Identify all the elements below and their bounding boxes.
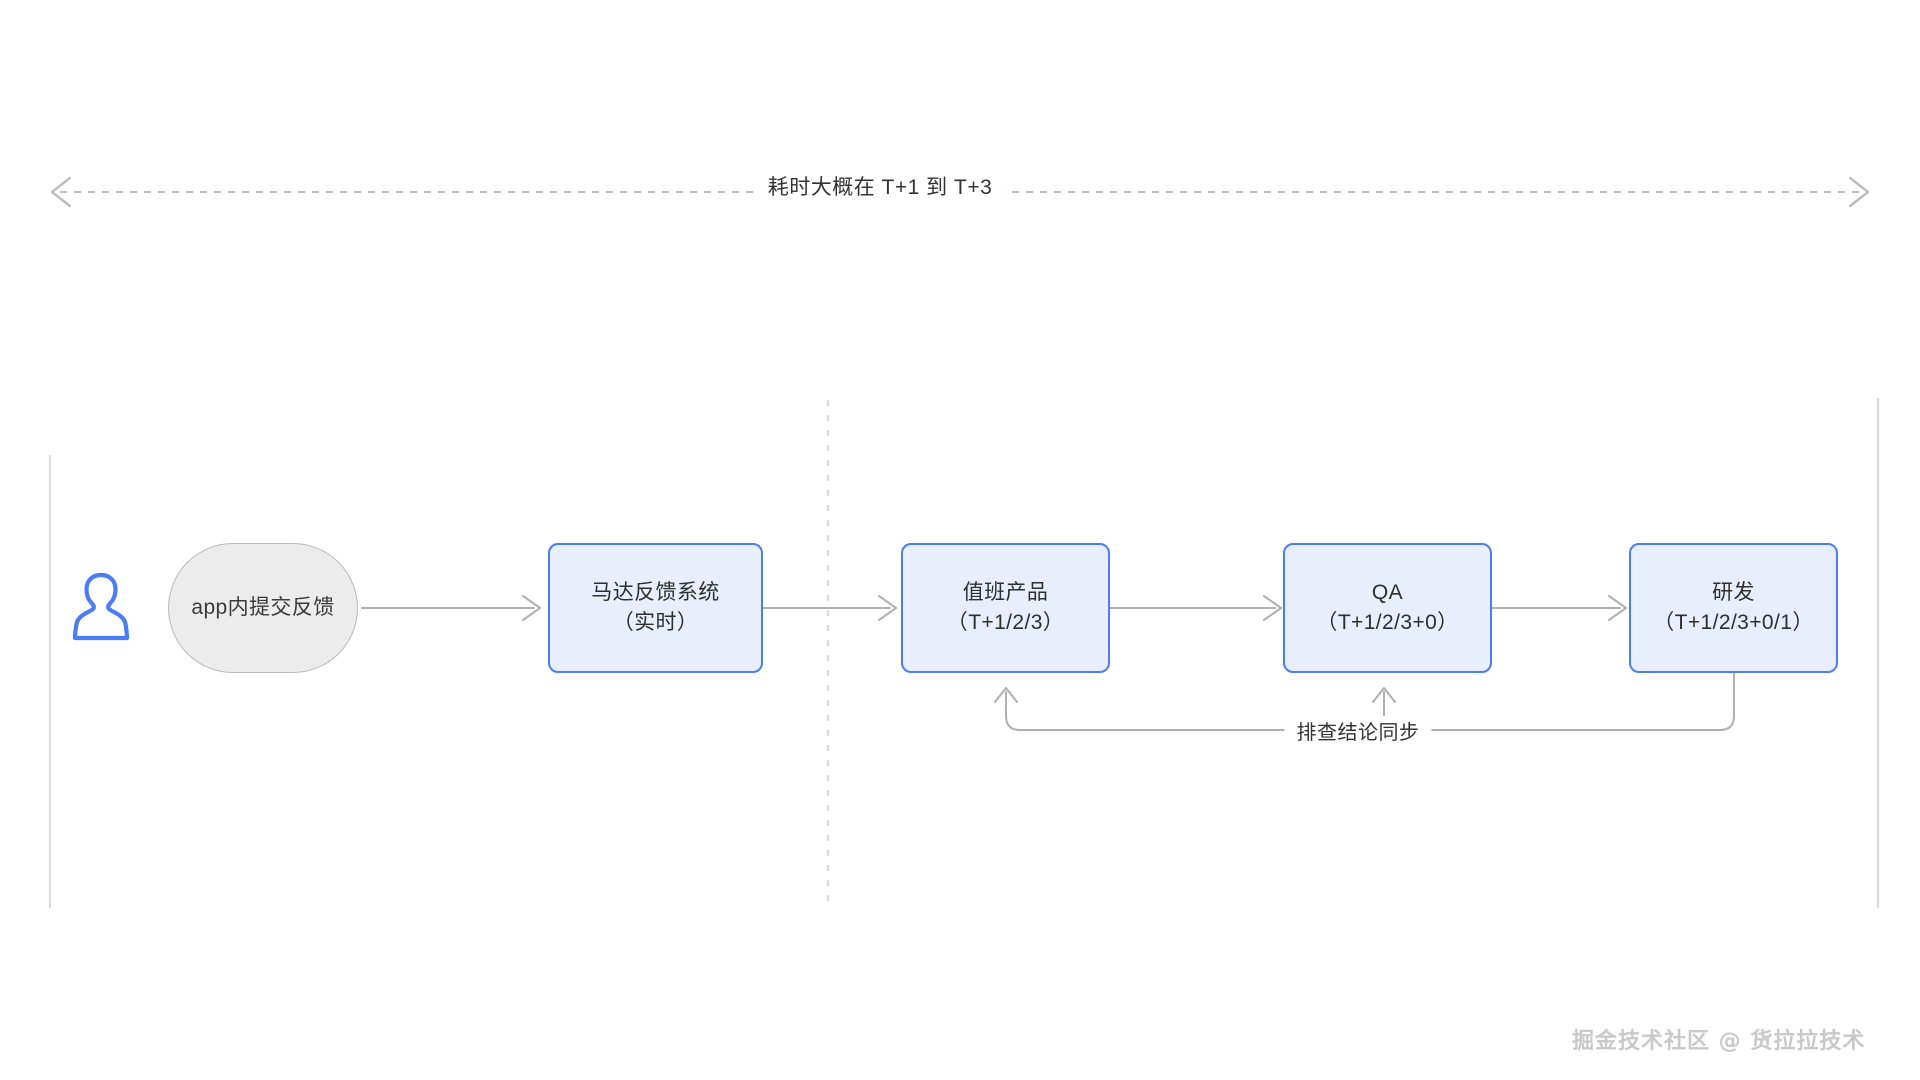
node-rnd-label-1: 研发 xyxy=(1712,580,1755,604)
user-icon xyxy=(72,572,130,641)
node-duty-product-label-1: 值班产品 xyxy=(962,580,1049,604)
node-motor-feedback-system[interactable]: 马达反馈系统 （实时） xyxy=(548,543,763,673)
node-motor-feedback-system-label-2: （实时） xyxy=(612,611,699,634)
node-qa[interactable]: QA （T+1/2/3+0） xyxy=(1283,543,1492,673)
connector-app-to-motor xyxy=(361,595,541,621)
connector-qa-to-rnd xyxy=(1491,595,1627,621)
feedback-loop-label: 排查结论同步 xyxy=(1284,716,1432,745)
connector-motor-to-duty xyxy=(762,595,897,621)
connector-duty-to-qa xyxy=(1109,595,1282,621)
node-qa-label-2: （T+1/2/3+0） xyxy=(1316,611,1459,634)
node-duty-product[interactable]: 值班产品 （T+1/2/3） xyxy=(901,543,1110,673)
node-app-feedback[interactable]: app内提交反馈 xyxy=(168,543,358,673)
node-duty-product-label-2: （T+1/2/3） xyxy=(946,611,1065,634)
arrow-left-icon xyxy=(50,176,72,208)
node-motor-feedback-system-label-1: 马达反馈系统 xyxy=(591,580,720,604)
node-rnd[interactable]: 研发 （T+1/2/3+0/1） xyxy=(1629,543,1838,673)
node-qa-label-1: QA xyxy=(1371,580,1404,604)
node-app-feedback-label: app内提交反馈 xyxy=(191,595,335,619)
watermark: 掘金技术社区 @ 货拉拉技术 xyxy=(1572,1029,1866,1054)
timespan-label: 耗时大概在 T+1 到 T+3 xyxy=(755,175,1005,201)
arrow-right-icon xyxy=(1848,176,1870,208)
node-rnd-label-2: （T+1/2/3+0/1） xyxy=(1653,611,1814,634)
